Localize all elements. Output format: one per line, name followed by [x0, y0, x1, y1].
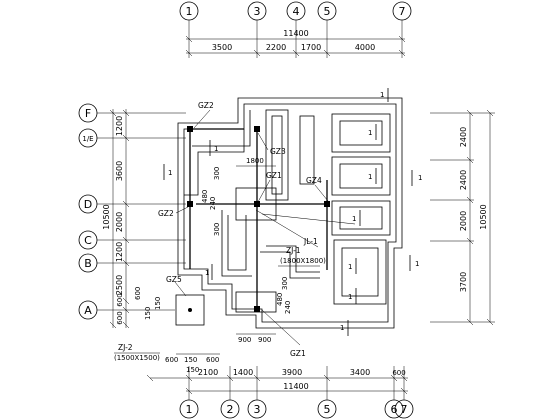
dim-900b: 900	[258, 336, 271, 344]
left-total-dim: 10500	[102, 204, 111, 229]
dim-150c: 150	[184, 356, 197, 364]
columns	[187, 126, 330, 312]
axis-top-4: 4	[293, 5, 300, 18]
bottom-dim-3: 3900	[282, 368, 302, 377]
bottom-dim-2: 1400	[233, 368, 253, 377]
sec-mark-1: 1	[380, 91, 384, 99]
dim-150d: 150	[186, 366, 199, 374]
sec-mark-2: 1	[368, 129, 372, 137]
top-total-dim: 11400	[283, 29, 308, 38]
label-zj1: ZJ-1	[286, 246, 301, 255]
sec-mark-12: 1	[340, 324, 344, 332]
label-zj2: ZJ-2	[118, 343, 133, 352]
axis-bottom-3: 3	[254, 403, 261, 416]
right-total-dim: 10500	[479, 204, 488, 229]
member-labels: GZ2 GZ3 GZ1 GZ4 GZ2 GZ5 GZ1 JL-1 ZJ-1 (1…	[114, 101, 326, 362]
bottom-axis-bubbles: 1 2 3 5 6 7	[179, 366, 414, 419]
dim-480b: 480	[276, 293, 284, 306]
right-dim-2: 2400	[459, 170, 468, 190]
label-gz2-left: GZ2	[158, 209, 174, 218]
central-pads	[175, 187, 277, 326]
dim-1800: 1800	[246, 157, 264, 165]
left-dim-3: 2000	[115, 212, 124, 232]
dim-150a: 150	[144, 307, 152, 320]
sec-mark-9: 1	[168, 169, 172, 177]
label-zj2-size: (1500X1500)	[114, 354, 160, 362]
dim-240b: 240	[284, 301, 292, 314]
dim-600c: 600	[134, 287, 142, 300]
axis-top-1: 1	[186, 5, 193, 18]
dim-300b: 300	[213, 223, 221, 236]
left-dim-2: 3600	[115, 161, 124, 181]
label-gz4: GZ4	[306, 176, 322, 185]
leaders	[174, 109, 356, 346]
axis-left-D: D	[84, 198, 92, 211]
axis-bottom-7: 7	[401, 403, 408, 416]
label-jl1: JL-1	[303, 237, 318, 246]
local-dimensions: 1800 300 480 240 300 300 480 240 900 900…	[134, 157, 292, 374]
sec-mark-11: 1	[205, 269, 209, 277]
sec-mark-5: 1	[348, 263, 352, 271]
dim-300a: 300	[213, 167, 221, 180]
right-footing-pads	[331, 113, 391, 305]
top-dim-4: 4000	[355, 43, 375, 52]
bottom-dim-4: 3400	[350, 368, 370, 377]
left-dimensions: 10500 1200 3600 2000 1200 2500 600 600	[102, 109, 130, 329]
sec-mark-6: 1	[348, 293, 352, 301]
label-gz1-bottom: GZ1	[290, 349, 306, 358]
axis-top-7: 7	[399, 5, 406, 18]
label-gz2-top: GZ2	[198, 101, 214, 110]
label-gz3: GZ3	[270, 147, 286, 156]
top-dimensions: 11400 3500 2200 1700 4000	[185, 29, 406, 57]
bottom-dim-1: 2100	[198, 368, 218, 377]
label-gz1-center: GZ1	[266, 171, 282, 180]
axis-bottom-6: 6	[391, 403, 398, 416]
label-zj1-size: (1800X1800)	[280, 257, 326, 265]
top-dim-3: 1700	[301, 43, 321, 52]
axis-left-B: B	[84, 257, 92, 270]
left-axis-bubbles: F 1/E D C B A	[78, 103, 186, 320]
dim-900a: 900	[238, 336, 251, 344]
bottom-dimensions: 2100 1400 3900 3400 600 11400	[146, 368, 408, 395]
right-dimensions: 2400 2400 2000 3700 10500	[430, 109, 495, 326]
axis-left-C: C	[84, 234, 92, 247]
left-dim-4: 1200	[115, 242, 124, 262]
dim-600b: 600	[206, 356, 219, 364]
left-dim-6: 600	[116, 293, 124, 306]
label-gz5: GZ5	[166, 275, 182, 284]
dim-300c: 300	[281, 277, 289, 290]
axis-bottom-2: 2	[227, 403, 234, 416]
foundation-outline	[177, 97, 403, 329]
dim-240a: 240	[209, 197, 217, 210]
right-dim-1: 2400	[459, 127, 468, 147]
left-dim-1: 1200	[115, 116, 124, 136]
top-dim-2: 2200	[266, 43, 286, 52]
axis-left-1E: 1/E	[82, 135, 93, 143]
axis-top-3: 3	[254, 5, 261, 18]
section-markers: 1 1 1 1 1 1 1 1 1 1 1 1	[163, 88, 422, 336]
dim-150b: 150	[154, 297, 162, 310]
sec-mark-10: 1	[214, 145, 218, 153]
dim-480: 480	[201, 190, 209, 203]
axis-left-F: F	[85, 107, 91, 120]
axis-top-5: 5	[324, 5, 331, 18]
right-dim-3: 2000	[459, 211, 468, 231]
left-dim-7: 600	[116, 311, 124, 324]
axis-bottom-5: 5	[324, 403, 331, 416]
top-dim-1: 3500	[212, 43, 232, 52]
sec-mark-4: 1	[352, 215, 356, 223]
left-dim-5: 2500	[115, 275, 124, 295]
dim-600a: 600	[165, 356, 178, 364]
sec-mark-7: 1	[418, 174, 422, 182]
bottom-total-dim: 11400	[283, 382, 308, 391]
bottom-dim-5: 600	[392, 369, 405, 377]
sec-mark-3: 1	[368, 173, 372, 181]
right-dim-4: 3700	[459, 272, 468, 292]
sec-mark-8: 1	[415, 260, 419, 268]
axis-left-A: A	[84, 304, 92, 317]
axis-bottom-1: 1	[186, 403, 193, 416]
